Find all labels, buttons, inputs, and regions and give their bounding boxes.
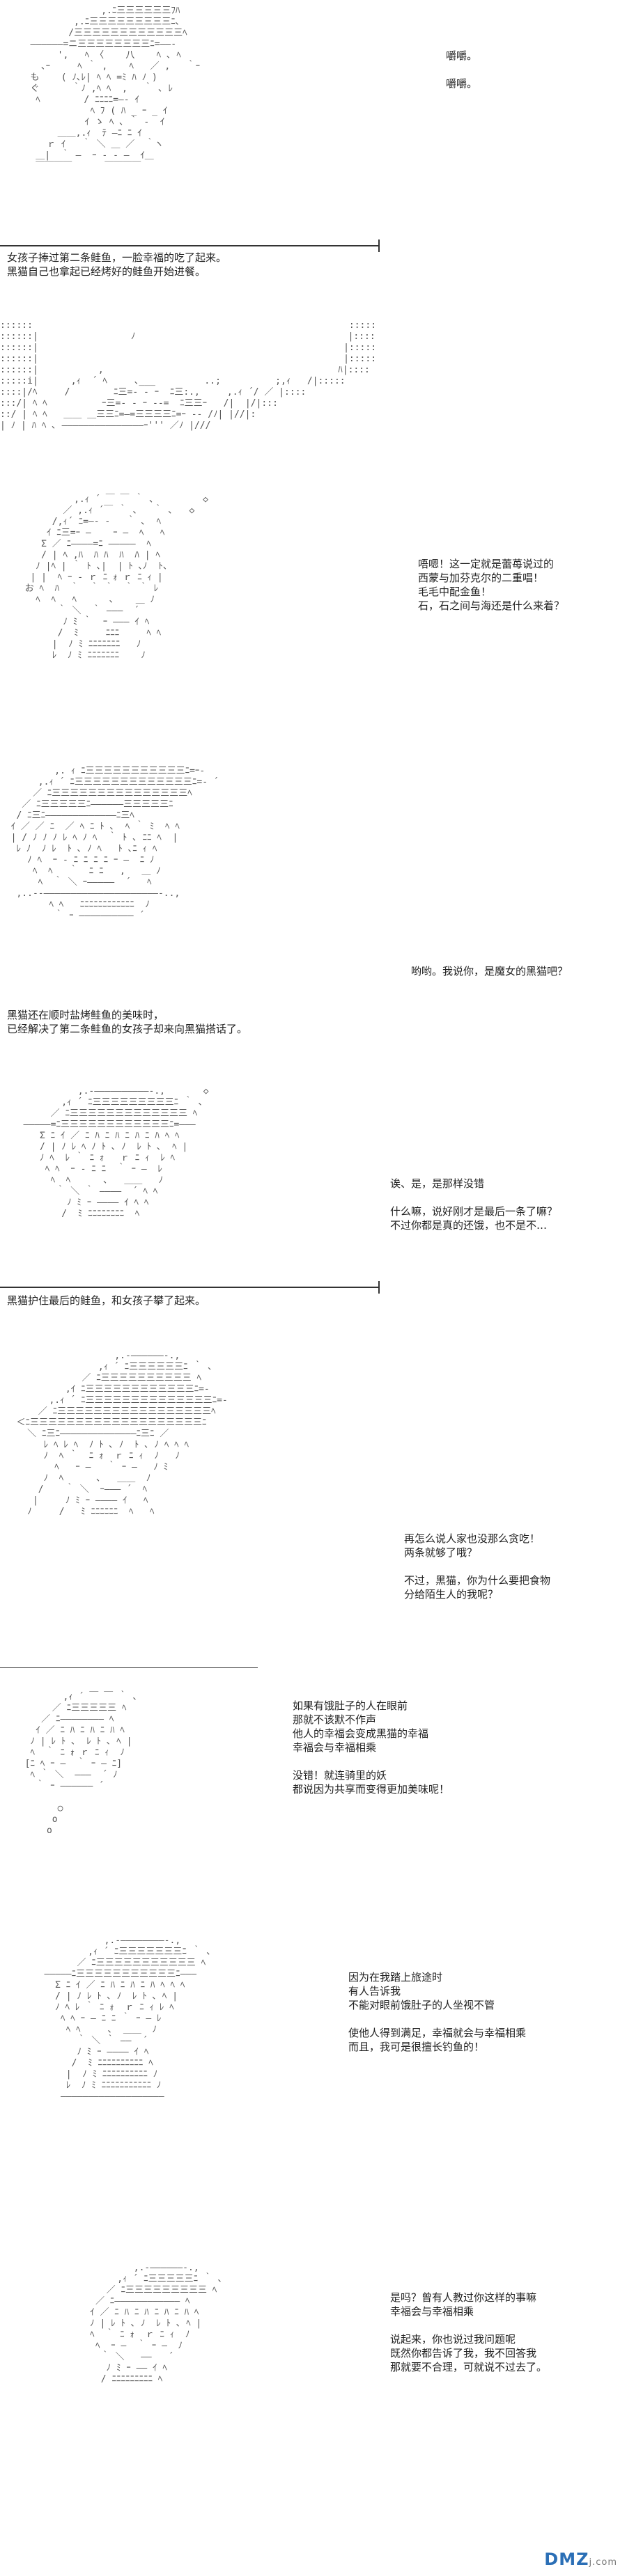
dialog-panel-1: 嚼嚼。 嚼嚼。 [446, 49, 478, 90]
dialog-panel-4: 哟哟。我说你，是魔女的黑猫吧？ [411, 965, 568, 977]
panel-2: :::::: ::::: ::::::| ﾉ |:::: ::::::| [0, 306, 627, 487]
dialog-panel-9: 是吗？曾有人教过你这样的事嘛 幸福会与幸福相乘 说起来，你也说过我问题呢 既然你… [390, 2291, 548, 2373]
narration-5: 黑猫护住最后的鲑鱼，和女孩子攀了起来。 [7, 1294, 206, 1307]
ascii-art-panel-6: ,.-――――――-., ,ｨ ´ ﾆ三三三三三三ﾆ ｀ ､ ／ ﾆ三三三三三三… [16, 1351, 228, 1517]
divider-1-end [378, 239, 380, 252]
panel-6: ,.-――――――-., ,ｨ ´ ﾆ三三三三三三ﾆ ｀ ､ ／ ﾆ三三三三三三… [0, 1337, 627, 1657]
ascii-art-panel-2: :::::: ::::: ::::::| ﾉ |:::: ::::::| [0, 320, 377, 431]
watermark-brand: DMZ [544, 2550, 589, 2569]
ascii-art-panel-5: ,.-――――――――――-., ◇ ,ｨ ´ ﾆ三三三三三三三三三ﾆ ｀ ､ … [23, 1086, 209, 1219]
dialog-panel-8: 因为在我踏上旅途时 有人告诉我 不能对眼前饿肚子的人坐视不管 使他人得到满足，幸… [348, 1971, 527, 2053]
ascii-art-panel-4: ,. ｨ ﾆ三三三三三三三三三三三ﾆ=ｰ- ,.ｨ ´ ﾆ三三三三三三三三三三三… [10, 766, 219, 921]
divider-1 [0, 245, 380, 246]
narration-1: 女孩子捧过第二条鲑鱼，一脸幸福的吃了起来。 黑猫自己也拿起已经烤好的鲑鱼开始进餐… [7, 251, 227, 278]
ascii-art-panel-1: ,.ﾆ三三三三三三ﾌﾊ ,.ﾆ三三三三三三三三三ﾆ､ /三三三三三三三三三三三三… [30, 6, 201, 172]
narration-4: 黑猫还在顺时盐烤鲑鱼的美味时， 已经解决了第二条鲑鱼的女孩子却来向黑猫搭话了。 [7, 1009, 248, 1035]
panel-8: ,.-――――――――-., ,ｨ ´ ﾆ三三三三三三三ﾆ ｀ ､ ／ ﾆ三三三… [0, 1922, 627, 2214]
watermark-domain: j.com [589, 2557, 617, 2568]
ascii-art-panel-7: ,ｨ ´ ￣ ￣ ｀ ､ ／ ﾆ三三三三三 ﾍ ／ ﾆ―――――――― ﾍ ｲ … [24, 1692, 138, 1836]
divider-5-end [378, 1281, 380, 1294]
divider-6 [0, 1667, 258, 1668]
panel-5: ,.-――――――――――-., ◇ ,ｨ ´ ﾆ三三三三三三三三三ﾆ ｀ ､ … [0, 1072, 627, 1295]
panel-7: ,ｨ ´ ￣ ￣ ｀ ､ ／ ﾆ三三三三三 ﾍ ／ ﾆ―――――――― ﾍ ｲ … [0, 1685, 627, 1887]
ascii-art-panel-9: ,.-――――――-., ,ｨ ´ ﾆ三三三三三ﾆ ｀ ､ ／ ﾆ三三三三三三三… [90, 2263, 223, 2385]
dialog-panel-6: 再怎么说人家也没那么贪吃！ 两条就够了哦？ 不过，黑猫，你为什么要把食物 分给陌… [404, 1532, 551, 1601]
site-watermark: DMZj.com [544, 2550, 617, 2569]
dialog-panel-3: 唔嗯！这一定就是蕾苺说过的 西蒙与加芬克尔的二重唱！ 毛毛中配金鱼！ 石，石之间… [418, 558, 565, 612]
panel-9: ,.-――――――-., ,ｨ ´ ﾆ三三三三三ﾆ ｀ ､ ／ ﾆ三三三三三三三… [0, 2249, 627, 2576]
dialog-panel-7: 如果有饿肚子的人在眼前 那就不该默不作声 他人的幸福会变成黑猫的幸福 幸福会与幸… [293, 1699, 450, 1796]
panel-4: ,. ｨ ﾆ三三三三三三三三三三三ﾆ=ｰ- ,.ｨ ´ ﾆ三三三三三三三三三三三… [0, 752, 627, 1016]
divider-5 [0, 1287, 380, 1288]
panel-3: ,.ｨ ´ ￣ ￣ ｀ ､ ◇ ／ ,.ｨ ´￣ ｀ ､ ｀ ､ ◇ /,ｨ´ … [0, 487, 627, 738]
ascii-art-panel-8: ,.-――――――――-., ,ｨ ´ ﾆ三三三三三三三ﾆ ｀ ､ ／ ﾆ三三三… [44, 1935, 212, 2102]
ascii-art-panel-3: ,.ｨ ´ ￣ ￣ ｀ ､ ◇ ／ ,.ｨ ´￣ ｀ ､ ｀ ､ ◇ /,ｨ´ … [24, 494, 208, 661]
dialog-panel-5: 诶、是，是那样没错 什么嘛，说好刚才是最后一条了嘛？ 不过你都是真的还饿，也不是… [390, 1177, 558, 1232]
panel-1: ,.ﾆ三三三三三三ﾌﾊ ,.ﾆ三三三三三三三三三ﾆ､ /三三三三三三三三三三三三… [0, 0, 627, 292]
